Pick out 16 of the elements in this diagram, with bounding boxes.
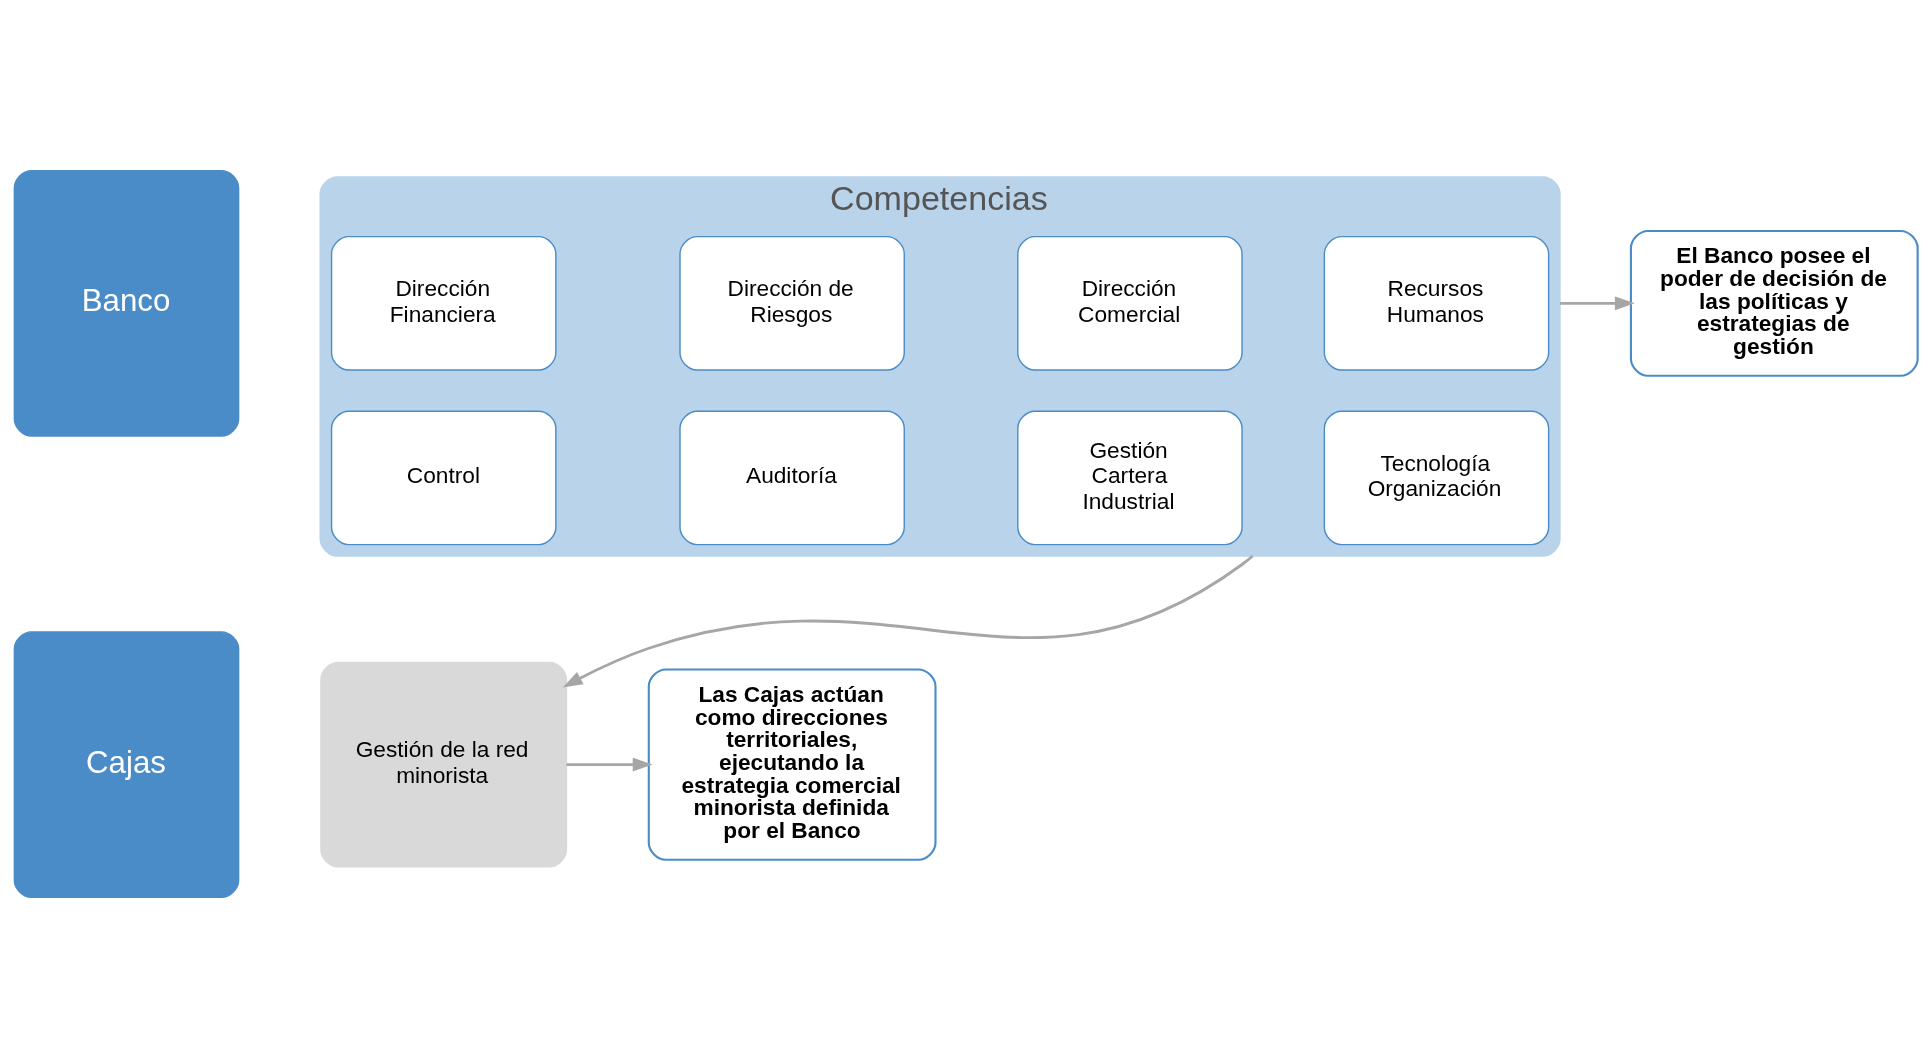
node-box: Gestión Cartera Industrial: [1017, 410, 1243, 545]
arrow: [562, 554, 1254, 687]
node-box: El Banco posee el poder de decisión de las políticas y estrategias de gestión: [1629, 229, 1919, 377]
node-box: Dirección Comercial: [1017, 235, 1243, 371]
node-box: Dirección Financiera: [330, 235, 557, 371]
node-box: Recursos Humanos: [1323, 235, 1550, 371]
node-box: Banco: [13, 169, 240, 437]
node-box: Dirección de Riesgos: [679, 235, 905, 371]
node-box: Tecnología Organización: [1323, 410, 1550, 545]
node-box: Gestión de la red minorista: [320, 661, 568, 867]
node-box: Las Cajas actúan como direcciones territoriales, ejecutando la estrategia comercial minorista definida por el Banco: [647, 667, 937, 861]
node-box: Cajas: [13, 630, 240, 898]
node-box: Auditoría: [679, 410, 905, 545]
node-box: Control: [330, 410, 557, 545]
arrow: [566, 757, 653, 772]
arrow: [1559, 295, 1635, 310]
